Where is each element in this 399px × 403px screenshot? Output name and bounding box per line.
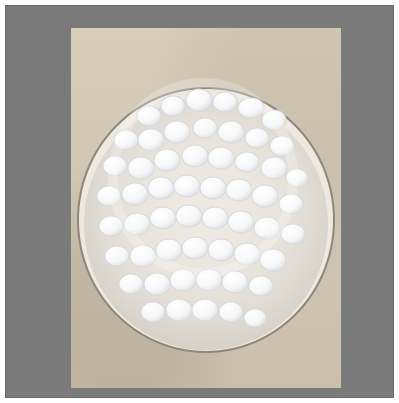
glass-dish-with-white-pellets [77, 78, 335, 353]
pellets [96, 88, 309, 328]
photo [71, 28, 341, 388]
glass-highlight [108, 78, 298, 278]
